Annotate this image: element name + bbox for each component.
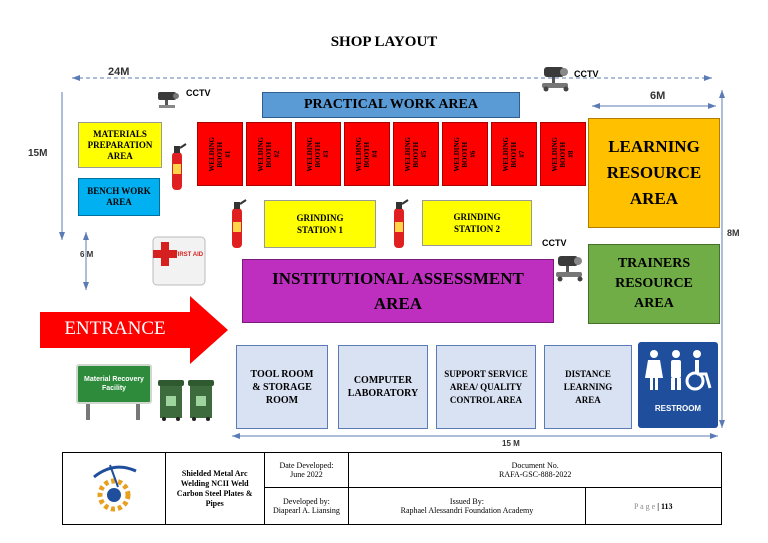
tool-room: TOOL ROOM & STORAGE ROOM — [236, 345, 328, 429]
cctv-camera-icon — [556, 256, 583, 282]
fire-extinguisher-icon — [394, 199, 409, 248]
footer-issued-label: Issued By: — [449, 497, 484, 506]
material-recovery-sign: Material Recovery Facility — [76, 364, 152, 420]
first-aid-kit: FIRST AID — [150, 234, 208, 288]
computer-laboratory: COMPUTER LABORATORY — [338, 345, 428, 429]
restroom-label: RESTROOM — [654, 404, 702, 413]
support-service-area: SUPPORT SERVICE AREA/ QUALITY CONTROL AR… — [436, 345, 536, 429]
entrance-arrow-icon — [40, 296, 228, 364]
footer-page-value: | 113 — [657, 501, 673, 511]
footer-issued-value: Raphael Alessandri Foundation Academy — [400, 506, 534, 515]
bench-work-area: BENCH WORK AREA — [78, 178, 160, 216]
practical-work-area: PRACTICAL WORK AREA — [262, 92, 520, 118]
material-recovery-label: Material Recovery Facility — [76, 364, 152, 404]
footer-document-cell: Document No. RAFA-GSC-888-2022 — [348, 452, 722, 488]
restroom-sign: RESTROOM — [638, 342, 718, 428]
first-aid-label: FIRST AID — [174, 252, 204, 258]
cctv-label: CCTV — [186, 88, 211, 98]
cctv-camera-icon — [158, 92, 179, 108]
sign-post — [86, 404, 90, 420]
footer-document-value: RAFA-GSC-888-2022 — [499, 470, 572, 479]
footer-page-label: P a g e — [633, 501, 656, 511]
entrance-label: ENTRANCE — [64, 318, 166, 339]
dimension-top: 24M — [108, 66, 130, 78]
cctv-label: CCTV — [574, 69, 599, 79]
fire-extinguisher-icon — [232, 199, 247, 248]
dimension-left: 15M — [28, 148, 48, 159]
fire-extinguisher-icon — [172, 143, 187, 190]
dimension-right: 8M — [727, 228, 740, 238]
trash-bin-icon — [158, 380, 214, 421]
restroom-people-icon — [645, 350, 712, 391]
footer-course: Shielded Metal Arc Welding NCII Weld Car… — [164, 452, 265, 525]
welding-booth: WELDING BOOTH #2 — [246, 122, 292, 186]
trainers-resource-area: TRAINERS RESOURCE AREA — [588, 244, 720, 324]
footer-developed-cell: Developed by: Diapearl A. Liansing — [263, 487, 350, 525]
grinding-station-2: GRINDING STATION 2 — [422, 200, 532, 246]
footer-page-cell: P a g e | 113 — [584, 487, 722, 525]
footer-document-label: Document No. — [511, 461, 559, 470]
footer-developed-label: Developed by: — [283, 497, 330, 506]
academy-logo-icon — [92, 464, 137, 511]
welding-booth: WELDING BOOTH #1 — [197, 122, 243, 186]
welding-booth: WELDING BOOTH #3 — [295, 122, 341, 186]
learning-resource-area: LEARNING RESOURCE AREA — [588, 118, 720, 228]
page-title: SHOP LAYOUT — [330, 34, 438, 50]
welding-booth: WELDING BOOTH #8 — [540, 122, 586, 186]
sign-post — [136, 404, 140, 420]
welding-booth: WELDING BOOTH #6 — [442, 122, 488, 186]
footer-logo-cell — [62, 452, 166, 525]
dimension-learning: 6M — [650, 90, 666, 102]
document-footer: Shielded Metal Arc Welding NCII Weld Car… — [62, 452, 722, 525]
distance-learning-area: DISTANCE LEARNING AREA — [544, 345, 632, 429]
footer-date-label: Date Developed: — [279, 461, 334, 470]
dimension-left-lower: 6 M — [80, 250, 94, 259]
cctv-camera-icon — [542, 67, 569, 92]
footer-issued-cell: Issued By: Raphael Alessandri Foundation… — [348, 487, 586, 525]
grinding-station-1: GRINDING STATION 1 — [264, 200, 376, 248]
dimension-bottom: 15 M — [502, 439, 520, 448]
first-aid-icon — [152, 236, 206, 286]
institutional-assessment-area: INSTITUTIONAL ASSESSMENT AREA — [242, 259, 554, 323]
footer-date-cell: Date Developed: June 2022 — [263, 452, 350, 488]
footer-date-value: June 2022 — [290, 470, 323, 479]
footer-developed-value: Diapearl A. Liansing — [273, 506, 340, 515]
welding-booth: WELDING BOOTH #4 — [344, 122, 390, 186]
cctv-label: CCTV — [542, 238, 567, 248]
materials-preparation-area: MATERIALS PREPARATION AREA — [78, 122, 162, 168]
welding-booth: WELDING BOOTH #7 — [491, 122, 537, 186]
welding-booth: WELDING BOOTH #5 — [393, 122, 439, 186]
